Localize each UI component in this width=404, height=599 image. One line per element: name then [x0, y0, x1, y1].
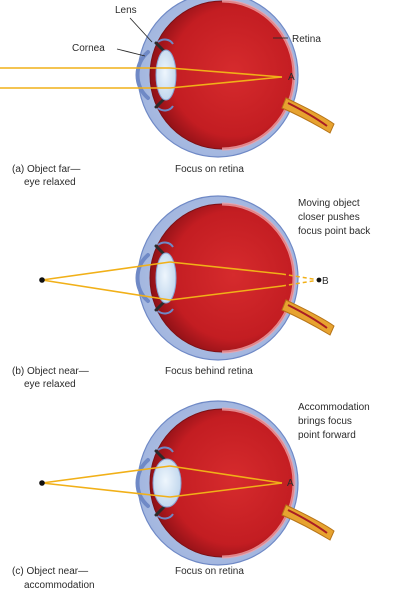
focus-extension-top	[281, 273, 320, 281]
lens-to-retina-top	[169, 465, 283, 484]
ciliary-bottom	[157, 105, 174, 112]
cornea	[135, 458, 150, 508]
panel-b-caption-line1: (b) Object near—	[12, 366, 89, 377]
retina-layer	[221, 0, 296, 151]
cornea-label: Cornea	[72, 43, 105, 54]
cornea-leader	[116, 48, 146, 57]
rays-b	[41, 261, 320, 301]
panel-c: A Accommodation brings focus point forwa…	[12, 400, 370, 591]
lens-leader	[129, 17, 153, 43]
panel-b-note-line1: Moving object	[298, 198, 360, 209]
object-to-lens-bottom	[41, 482, 171, 498]
panel-c-note-line1: Accommodation	[298, 402, 370, 413]
panel-b: B Moving object closer pushes focus poin…	[12, 195, 371, 390]
panel-a: Lens Cornea Retina A (a) Object far— eye…	[0, 0, 335, 188]
panel-b-note-line3: focus point back	[298, 226, 371, 237]
panel-a-caption-line1: (a) Object far—	[12, 164, 80, 175]
point-a-top-label: A	[288, 72, 295, 83]
point-a-bottom-label: A	[287, 478, 294, 489]
panel-c-focus-label: Focus on retina	[175, 566, 244, 577]
ciliary-top	[157, 38, 174, 45]
panel-c-note-line2: brings focus	[298, 416, 352, 427]
panel-c-caption-line2: accommodation	[24, 580, 95, 591]
object-point-c	[39, 480, 45, 486]
optic-nerve-core	[287, 304, 328, 329]
object-point-b	[39, 277, 45, 283]
ciliary-top	[157, 241, 174, 248]
iris	[154, 41, 166, 109]
panel-a-caption-line2: eye relaxed	[24, 177, 76, 188]
focus-point-b	[316, 277, 322, 283]
panel-c-note-line3: point forward	[298, 430, 356, 441]
optic-nerve-core	[287, 102, 328, 127]
cornea	[135, 253, 150, 303]
focus-ray-bottom	[169, 76, 283, 89]
panel-b-focus-label: Focus behind retina	[165, 366, 253, 377]
object-to-lens-top	[41, 261, 171, 281]
point-b-label: B	[322, 276, 329, 287]
rays-a	[0, 67, 283, 89]
panel-c-caption-line1: (c) Object near—	[12, 566, 88, 577]
eye-a	[135, 0, 335, 158]
optic-nerve-core	[287, 509, 328, 534]
lens-to-retina-bottom	[169, 285, 283, 301]
lens	[155, 49, 177, 101]
lens-to-retina-top	[169, 261, 283, 275]
panel-a-focus-label: Focus on retina	[175, 164, 244, 175]
lens-label: Lens	[115, 5, 137, 16]
ciliary-bottom	[157, 513, 174, 520]
cornea	[135, 50, 150, 100]
retina-layer	[221, 202, 296, 354]
focus-ray-top	[169, 67, 283, 78]
object-to-lens-top	[41, 465, 171, 484]
eye-b	[135, 195, 335, 361]
lens-to-retina-bottom	[169, 482, 283, 498]
lens-accommodated	[152, 458, 182, 508]
labels-b: B Moving object closer pushes focus poin…	[12, 198, 371, 390]
rays-c	[41, 465, 283, 498]
retina-label: Retina	[292, 34, 321, 45]
iris	[154, 244, 166, 312]
panel-b-note-line2: closer pushes	[298, 212, 360, 223]
panel-b-caption-line2: eye relaxed	[24, 379, 76, 390]
lens	[155, 252, 177, 304]
retina-layer	[221, 407, 296, 559]
ciliary-top	[157, 446, 174, 453]
object-to-lens-bottom	[41, 279, 171, 301]
eye-c	[135, 400, 335, 566]
ciliary-bottom	[157, 308, 174, 315]
labels-c: A Accommodation brings focus point forwa…	[12, 402, 370, 591]
labels-a: Lens Cornea Retina A (a) Object far— eye…	[12, 5, 321, 188]
iris	[154, 449, 166, 517]
focus-extension-bottom	[281, 279, 320, 287]
